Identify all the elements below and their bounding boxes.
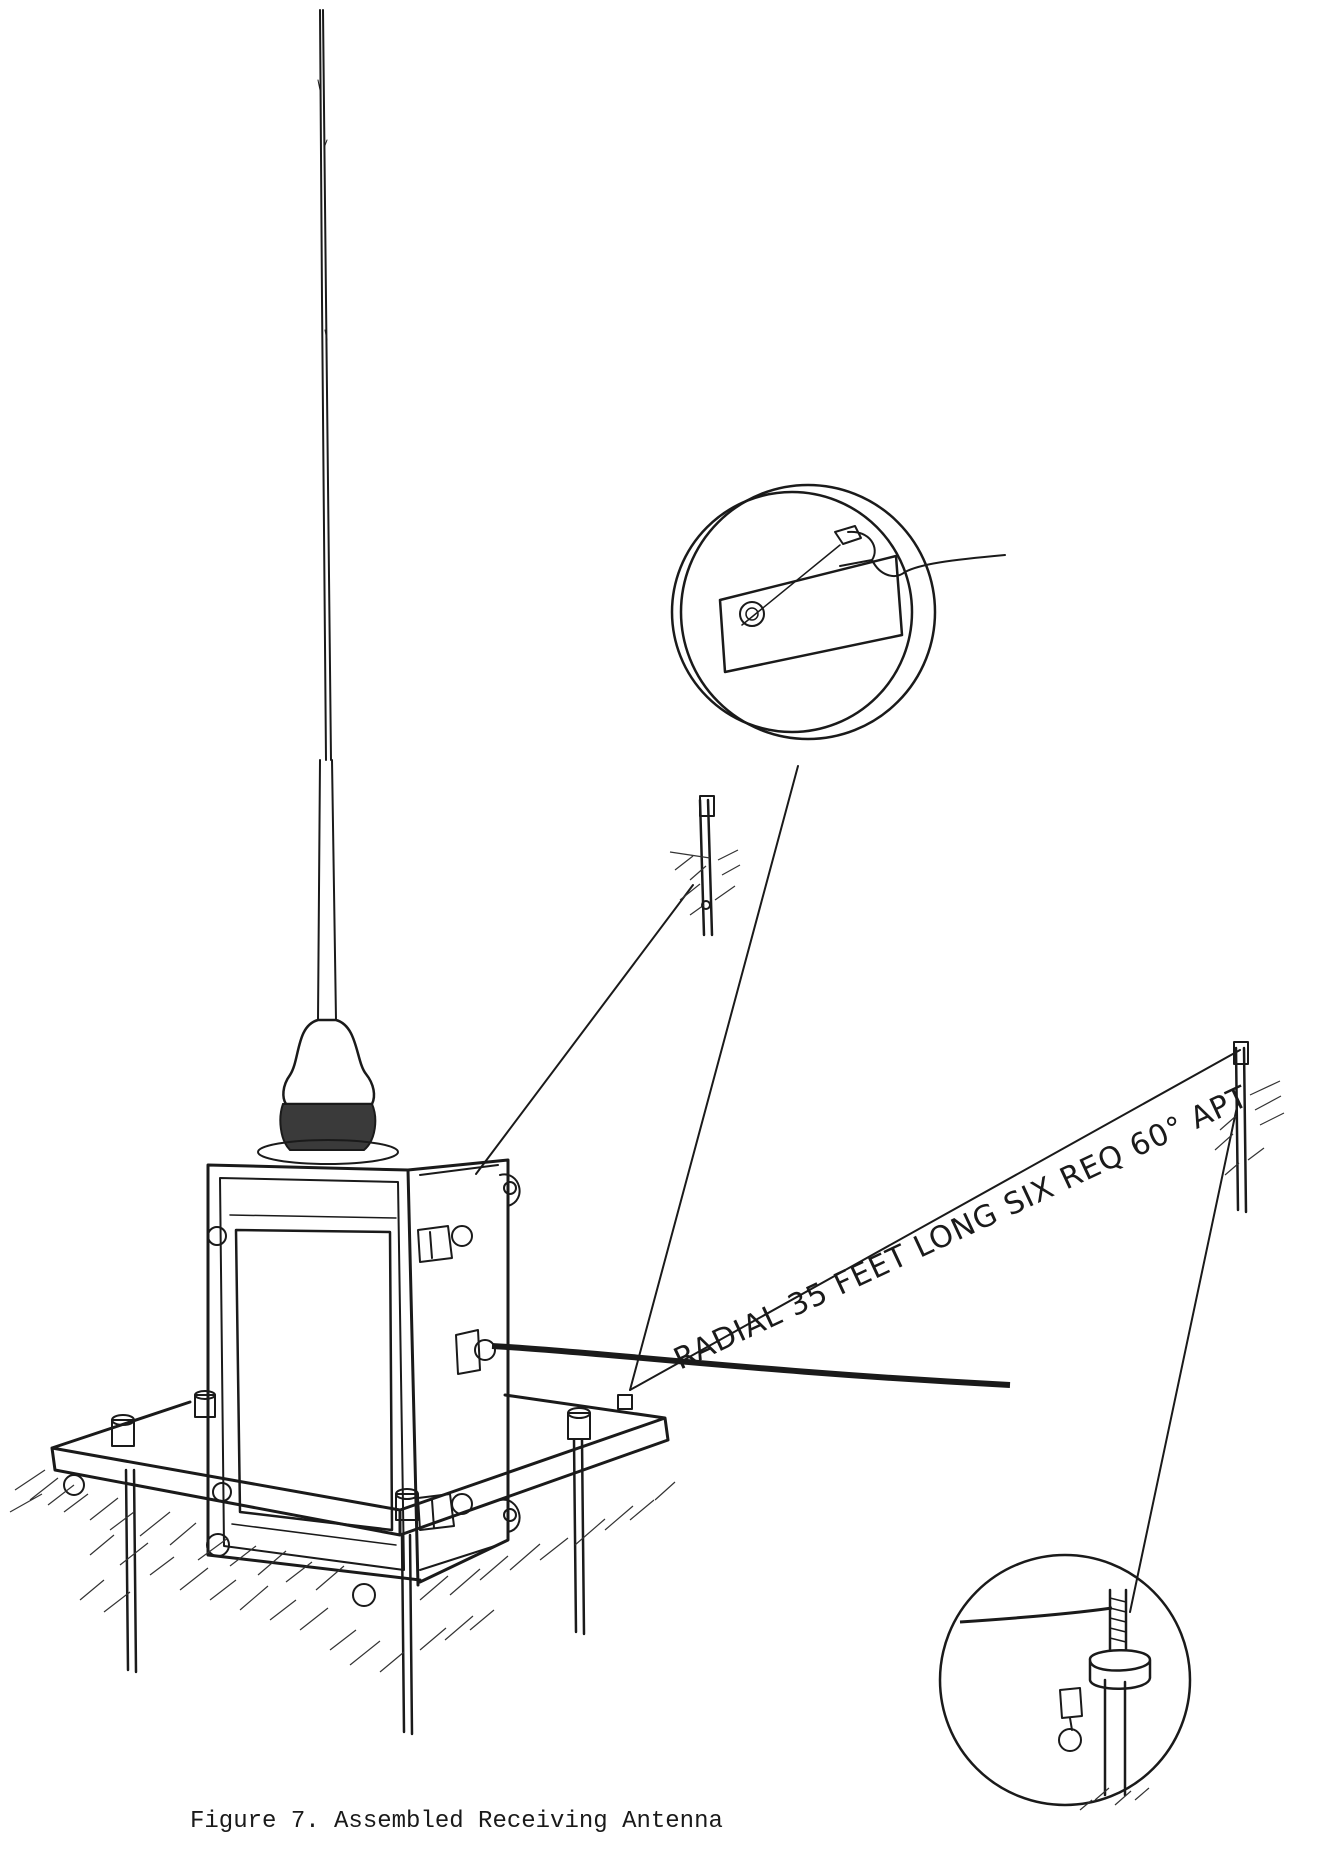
coax-cable <box>491 1343 1011 1388</box>
detail-stake-clamp <box>938 1553 1192 1811</box>
base-insulator <box>257 1018 399 1165</box>
detail-radial-attachment <box>670 483 1006 741</box>
ground-stake-far <box>1214 1041 1285 1214</box>
junction-box <box>206 1158 521 1587</box>
figure-caption: Figure 7. Assembled Receiving Antenna <box>190 1808 723 1835</box>
radial-label-group: RADIAL 35 FEET LONG SIX REQ 60° APT <box>669 1079 1254 1377</box>
whip-antenna <box>317 9 337 1021</box>
leader-lines <box>475 765 1241 1613</box>
base-frame <box>50 1390 670 1736</box>
radial-label: RADIAL 35 FEET LONG SIX REQ 60° APT <box>669 1079 1254 1377</box>
ground-stake-near <box>669 795 741 937</box>
ground-hatching <box>9 1469 676 1673</box>
